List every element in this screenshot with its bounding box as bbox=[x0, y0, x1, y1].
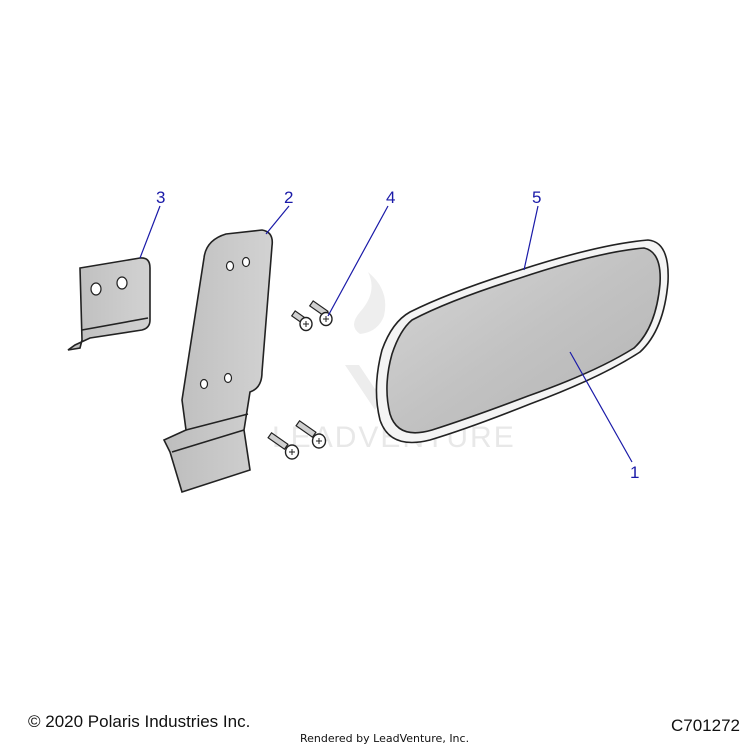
bracket-hole bbox=[116, 276, 128, 290]
screws-part-4-upper bbox=[290, 300, 333, 332]
rendered-by-text: Rendered by LeadVenture, Inc. bbox=[300, 732, 470, 745]
leader-line-3 bbox=[139, 205, 161, 259]
screw bbox=[267, 431, 300, 460]
callout-2: 2 bbox=[284, 188, 293, 207]
mirror-glass-part-1 bbox=[386, 247, 661, 434]
bracket-hole bbox=[241, 256, 251, 268]
screw bbox=[308, 300, 333, 327]
bracket-hole bbox=[90, 282, 102, 296]
callout-3: 3 bbox=[156, 188, 165, 207]
callout-1: 1 bbox=[630, 463, 639, 482]
screw bbox=[295, 419, 327, 449]
short-bracket-part-3 bbox=[67, 257, 151, 351]
screws-part-4-lower bbox=[267, 419, 327, 460]
screw bbox=[290, 310, 313, 332]
copyright-text: © 2020 Polaris Industries Inc. bbox=[28, 712, 251, 731]
drawing-number: C701272 bbox=[670, 716, 740, 735]
leader-line-4 bbox=[327, 205, 389, 317]
callout-5: 5 bbox=[532, 188, 541, 207]
leader-line-1 bbox=[569, 351, 633, 463]
leader-line-5 bbox=[523, 205, 539, 271]
callout-4: 4 bbox=[386, 188, 395, 207]
leader-line-2 bbox=[265, 205, 290, 235]
bracket-hole bbox=[225, 260, 235, 272]
bracket-hole bbox=[223, 372, 233, 384]
long-bracket-part-2 bbox=[162, 229, 274, 494]
bracket-hole bbox=[199, 378, 209, 390]
